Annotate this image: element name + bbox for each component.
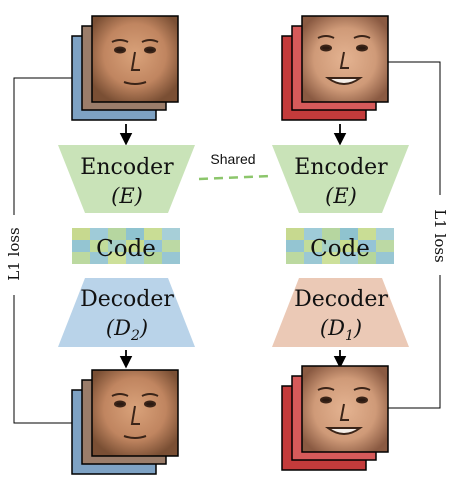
- code-right-label: Code: [310, 236, 370, 262]
- face-features-icon: [111, 393, 159, 439]
- code-left-block: Code: [72, 228, 180, 264]
- encoder-left-title: Encoder: [80, 155, 174, 180]
- decoder-left-shape: [58, 278, 195, 347]
- decoder-left-title: Decoder: [80, 287, 174, 312]
- code-right-block: Code: [286, 228, 394, 264]
- loss-left-label: L1 loss: [5, 227, 23, 281]
- encoder-right-shape: [272, 145, 409, 213]
- encoder-left-shape: [58, 145, 195, 213]
- encoder-left: Encoder (E): [58, 145, 195, 213]
- left-input-face-stack: [71, 15, 179, 121]
- loss-right-label-bg: [431, 195, 449, 275]
- loss-right-label: L1 loss: [431, 209, 449, 263]
- encoder-right-symbol: (E): [325, 184, 357, 208]
- decoder-right-shape: [272, 278, 409, 347]
- face-card-front: [301, 365, 389, 453]
- decoder-left: Decoder (D2): [58, 278, 195, 347]
- face-card-front: [91, 369, 179, 457]
- shared-label: Shared: [210, 151, 255, 167]
- encoder-left-symbol: (E): [111, 184, 143, 208]
- decoder-left-symbol: (D2): [106, 316, 148, 344]
- right-input-face-stack: [281, 15, 389, 121]
- face-features-icon: [111, 39, 159, 85]
- face-features-icon: [317, 387, 371, 435]
- face-card-front: [301, 15, 389, 103]
- encoder-right: Encoder (E): [272, 145, 409, 213]
- decoder-right: Decoder (D1): [272, 278, 409, 347]
- face-card-front: [91, 15, 179, 103]
- encoder-right-title: Encoder: [294, 155, 388, 180]
- right-output-face-stack: [281, 365, 389, 471]
- loss-left-label-bg: [6, 215, 24, 295]
- decoder-right-title: Decoder: [294, 287, 388, 312]
- shared-dashed-line: [198, 174, 271, 181]
- decoder-right-symbol: (D1): [320, 316, 362, 344]
- code-left-label: Code: [96, 236, 156, 262]
- face-features-icon: [317, 35, 371, 85]
- left-output-face-stack: [71, 369, 179, 475]
